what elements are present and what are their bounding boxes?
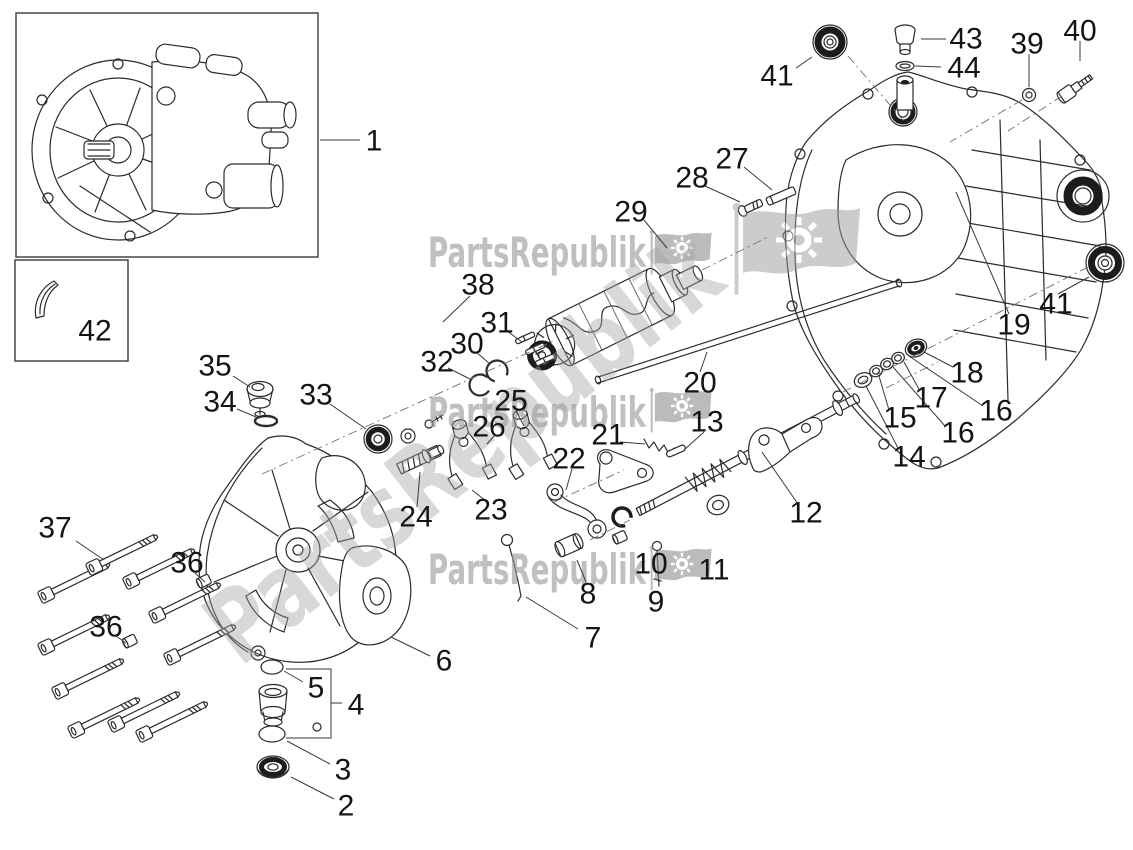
bearing-33: [363, 424, 393, 454]
callout-37: 37: [38, 512, 71, 545]
watermark-text-row-1: PartsRepublik: [428, 228, 647, 277]
callout-38: 38: [461, 269, 494, 302]
oil-seal-18: [904, 338, 928, 358]
woodruff-key-art: [34, 280, 59, 319]
washer-44: [895, 60, 915, 72]
callout-22: 22: [552, 443, 585, 476]
leader-lines: [75, 38, 1090, 800]
shaft-24: [396, 444, 445, 475]
selector-drum-art: [527, 265, 704, 371]
washer-39: [1021, 87, 1037, 103]
small-screw: [424, 414, 444, 429]
circlip-30: [485, 359, 509, 383]
callout-1: 1: [366, 125, 383, 158]
watermark-text-row-2: PartsRepublik: [428, 388, 647, 437]
callout-34: 34: [203, 386, 236, 419]
sensor-40: [1056, 74, 1094, 104]
bearing-41-right: [1085, 243, 1125, 283]
callout-6: 6: [436, 645, 453, 678]
ratchet-arm-art: [748, 416, 823, 473]
oil-seal-41-top: [812, 24, 848, 60]
callout-44: 44: [947, 52, 980, 85]
callout-11: 11: [698, 554, 729, 587]
dowel-pin-27: [765, 186, 797, 206]
breather-valve-43: [894, 24, 916, 56]
assembly-axes: [261, 55, 1091, 541]
detent-pin-13: [666, 444, 686, 458]
callout-10: 10: [634, 548, 667, 581]
callout-16a: 16: [979, 395, 1012, 428]
callout-9: 9: [648, 586, 665, 619]
callout-23: 23: [474, 494, 507, 527]
washer-stack: [853, 338, 928, 388]
clutch-cover-art: [198, 435, 412, 663]
ring-on-spindle: [706, 494, 730, 516]
callout-13: 13: [690, 406, 723, 439]
c-ring: [611, 506, 633, 528]
assembly-box-frame: [15, 12, 319, 258]
callout-40: 40: [1063, 15, 1096, 48]
callout-19: 19: [997, 309, 1030, 342]
callout-16b: 16: [941, 417, 974, 450]
small-ball-item-4: [312, 722, 322, 732]
callout-12: 12: [789, 497, 822, 530]
callout-33: 33: [299, 379, 332, 412]
callout-7: 7: [585, 622, 602, 655]
callout-18: 18: [950, 357, 983, 390]
washer-near-33: [400, 428, 416, 444]
callout-41b: 41: [1039, 288, 1072, 321]
callout-29: 29: [614, 196, 647, 229]
key-box-frame: [14, 259, 129, 362]
callout-27: 27: [715, 143, 748, 176]
callout-8: 8: [580, 578, 597, 611]
callout-2: 2: [338, 790, 355, 823]
callout-26: 26: [472, 411, 505, 444]
gearbox-assembly-art: [31, 43, 297, 242]
hook-spring-art: [500, 533, 522, 602]
callout-5: 5: [308, 672, 325, 705]
callout-labels: 1 42 43 44 39 40 41 27 28 29 19 41 18 17…: [38, 15, 1096, 823]
diagram-art: [14, 12, 1125, 779]
callout-42: 42: [78, 315, 111, 348]
o-ring-34: [253, 414, 279, 428]
watermark-text-row-3: PartsRepublik: [428, 545, 647, 594]
selector-arm-art: [546, 483, 607, 539]
spacer-10: [610, 529, 629, 546]
spindle-lever-art: [597, 449, 654, 494]
callout-43: 43: [949, 23, 982, 56]
cap-35: [246, 380, 274, 418]
callout-36a: 36: [170, 547, 203, 580]
callout-35: 35: [198, 350, 231, 383]
callout-3: 3: [335, 754, 352, 787]
callout-30: 30: [450, 328, 483, 361]
callout-39: 39: [1010, 28, 1043, 61]
callout-28: 28: [675, 162, 708, 195]
callout-25: 25: [494, 385, 527, 418]
callout-14: 14: [892, 441, 925, 474]
callout-41a: 41: [760, 60, 793, 93]
callout-15: 15: [883, 402, 916, 435]
callout-17: 17: [914, 382, 947, 415]
callout-32: 32: [420, 346, 453, 379]
callout-31: 31: [480, 307, 513, 340]
crankcase-cover-art: [782, 71, 1110, 470]
oil-filler-parts: [256, 659, 290, 779]
fork-rod-art: [594, 278, 903, 385]
callout-20: 20: [683, 367, 716, 400]
callout-21: 21: [591, 419, 624, 452]
callout-36b: 36: [89, 611, 122, 644]
callout-4: 4: [348, 689, 365, 722]
callout-24: 24: [399, 501, 432, 534]
